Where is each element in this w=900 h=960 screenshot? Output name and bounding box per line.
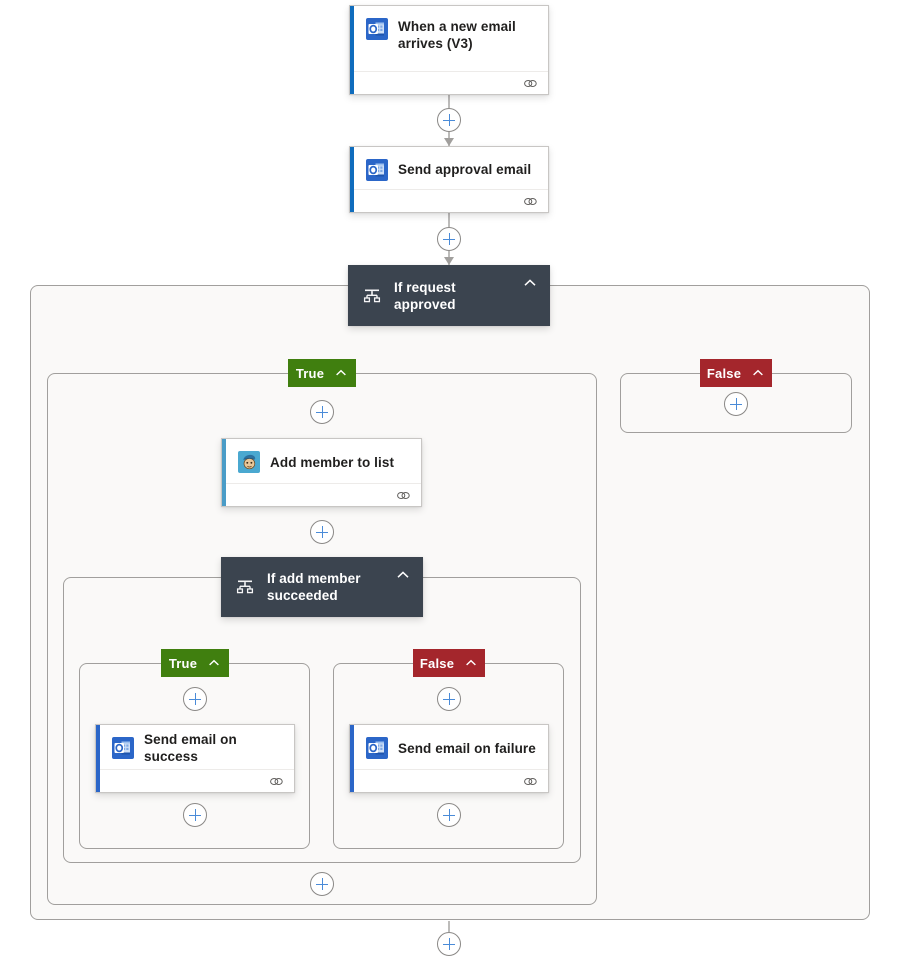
outlook-icon <box>366 18 388 40</box>
card-title: Send approval email <box>398 162 532 177</box>
outlook-icon <box>366 158 388 181</box>
branch-label: True <box>295 365 325 381</box>
card-footer <box>354 71 548 94</box>
chevron-up-icon[interactable] <box>207 656 221 670</box>
link-icon[interactable] <box>523 78 538 89</box>
card-add-member-to-list[interactable]: Add member to list <box>221 438 422 507</box>
chevron-up-icon[interactable] <box>751 366 765 380</box>
add-step-outer-false[interactable] <box>724 392 748 416</box>
card-send-approval-email[interactable]: Send approval email <box>349 146 549 213</box>
outlook-icon <box>112 737 134 759</box>
card-header: Send approval email <box>350 147 548 192</box>
card-accent-bar <box>96 725 100 792</box>
chevron-up-icon[interactable] <box>522 275 538 291</box>
card-accent-bar <box>350 725 354 792</box>
add-step-inner-false-bottom[interactable] <box>437 803 461 827</box>
condition-title: If add member succeeded <box>267 571 361 603</box>
card-send-email-on-success[interactable]: Send email on success <box>95 724 295 793</box>
card-header: Add member to list <box>222 439 421 485</box>
outlook-icon <box>366 737 388 759</box>
card-title: Add member to list <box>270 454 395 470</box>
card-accent-bar <box>222 439 226 506</box>
branch-pill-inner-true[interactable]: True <box>161 649 229 677</box>
mailchimp-icon <box>238 451 260 473</box>
card-footer <box>354 769 548 792</box>
add-step-after-send-approval[interactable] <box>437 227 461 251</box>
add-step-outer-true-bottom[interactable] <box>310 872 334 896</box>
add-step-inner-true-top[interactable] <box>183 687 207 711</box>
branch-pill-outer-true[interactable]: True <box>288 359 356 387</box>
card-send-email-on-failure[interactable]: Send email on failure <box>349 724 549 793</box>
card-header: Send email on failure <box>350 725 548 771</box>
condition-icon <box>235 577 255 597</box>
card-title: Send email on success <box>144 732 237 764</box>
link-icon[interactable] <box>269 776 284 787</box>
branch-label: False <box>419 655 455 671</box>
card-header: Send email on success <box>96 725 294 771</box>
link-icon[interactable] <box>523 776 538 787</box>
card-footer <box>100 769 294 792</box>
card-accent-bar <box>350 147 354 212</box>
branch-label: True <box>168 655 198 671</box>
add-step-after-trigger[interactable] <box>437 108 461 132</box>
condition-title: If request approved <box>394 279 456 312</box>
add-step-after-add-member[interactable] <box>310 520 334 544</box>
link-icon[interactable] <box>396 490 411 501</box>
add-step-after-condition[interactable] <box>437 932 461 956</box>
add-step-inner-true-bottom[interactable] <box>183 803 207 827</box>
branch-pill-inner-false[interactable]: False <box>413 649 485 677</box>
link-icon[interactable] <box>523 196 538 207</box>
condition-icon <box>362 286 382 306</box>
card-title: Send email on failure <box>398 740 536 756</box>
card-footer <box>226 483 421 506</box>
branch-label: False <box>706 365 742 381</box>
add-step-inner-false-top[interactable] <box>437 687 461 711</box>
card-footer <box>354 189 548 212</box>
chevron-up-icon[interactable] <box>464 656 478 670</box>
card-accent-bar <box>350 6 354 94</box>
chevron-up-icon[interactable] <box>334 366 348 380</box>
add-step-outer-true-top[interactable] <box>310 400 334 424</box>
chevron-up-icon[interactable] <box>395 567 411 583</box>
card-when-a-new-email-arrives[interactable]: When a new email arrives (V3) <box>349 5 549 95</box>
branch-pill-outer-false[interactable]: False <box>700 359 772 387</box>
condition-if-add-member-succeeded[interactable]: If add member succeeded <box>221 557 423 617</box>
card-title: When a new email arrives (V3) <box>398 19 516 51</box>
card-header: When a new email arrives (V3) <box>350 6 548 74</box>
condition-if-request-approved[interactable]: If request approved <box>348 265 550 326</box>
